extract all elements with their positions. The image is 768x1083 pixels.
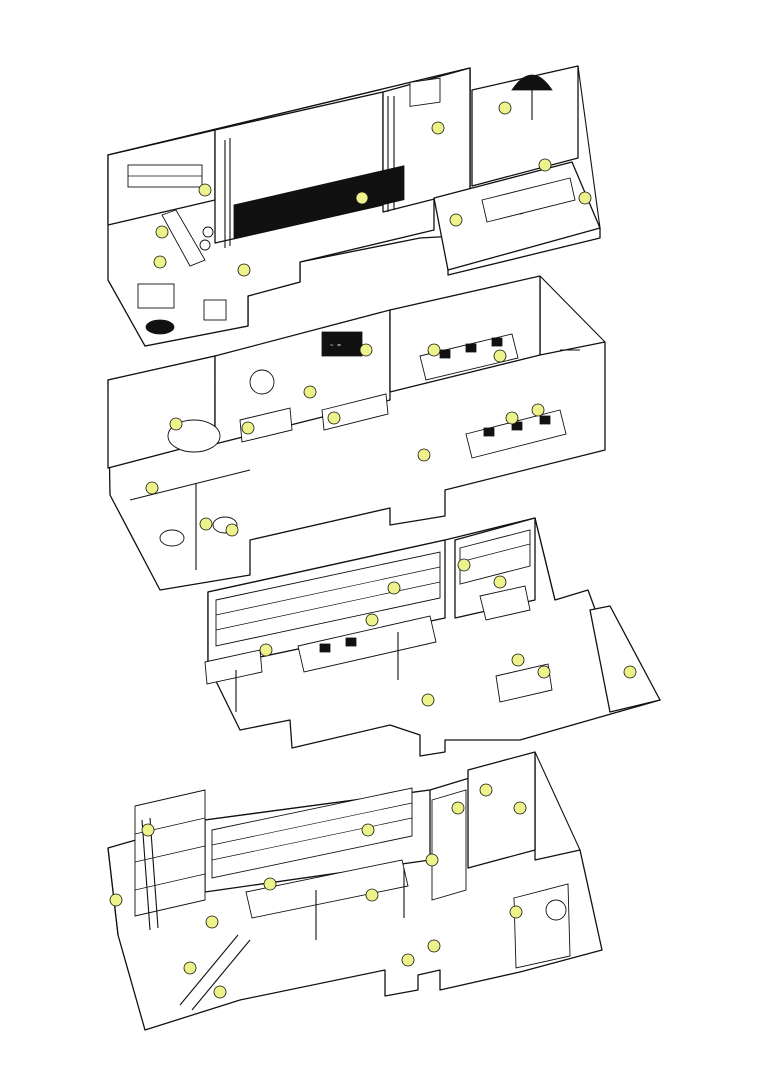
floor-4-right-edge: [534, 751, 581, 851]
floor-2-person: [327, 411, 341, 425]
floor-4-desk: [245, 859, 409, 919]
monitor-icon: [483, 427, 495, 437]
floor-3-person: [493, 575, 507, 589]
floor-2: ~ =: [107, 275, 606, 591]
floor-3-bookshelves: [215, 529, 531, 647]
monitor-icon: [439, 349, 451, 359]
floor-4-person: [109, 893, 123, 907]
floor-4-bookshelves: [211, 787, 413, 879]
floor-1-person: [449, 213, 463, 227]
floor-2-right-edge: [539, 275, 606, 343]
floor-1-annex-back: [471, 65, 579, 187]
monitor-icon: [319, 643, 331, 653]
floor-2-person: [417, 448, 431, 462]
floor-3-person: [537, 665, 551, 679]
floor-4-person: [263, 877, 277, 891]
floor-4-small-room: [513, 883, 571, 969]
floor-1-box: [203, 299, 227, 321]
floor-4-person: [513, 801, 527, 815]
floor-2-person: [225, 523, 239, 537]
floor-3-person: [623, 665, 637, 679]
monitor-icon: [491, 337, 503, 347]
floor-1-person: [578, 191, 592, 205]
floor-4: [107, 751, 603, 1031]
blackboard-scribble: ~ =: [330, 342, 341, 349]
plant-icon: [545, 899, 567, 921]
floor-2-person: [241, 421, 255, 435]
floor-2-round-table: [167, 419, 221, 453]
floor-2-person: [505, 411, 519, 425]
floor-2-blackboard: [321, 331, 363, 357]
floor-1-chair: [199, 239, 211, 251]
floor-3-person: [259, 643, 273, 657]
floor-1-cabinet: [137, 283, 175, 309]
floor-1-person: [431, 121, 445, 135]
floor-4-person: [365, 888, 379, 902]
floor-1-table: [161, 209, 206, 267]
floor-4-tall-shelf: [134, 789, 206, 917]
floor-1-person: [155, 225, 169, 239]
floor-4-person: [425, 853, 439, 867]
floor-3: [204, 517, 661, 757]
floor-4-person: [451, 801, 465, 815]
floor-1-window: [409, 77, 441, 107]
shelf-line: [134, 845, 206, 863]
floor-2-person: [303, 385, 317, 399]
floor-4-ladder: [141, 817, 159, 931]
floor-3-person: [387, 581, 401, 595]
monitor-icon: [465, 343, 477, 353]
floor-4-person: [205, 915, 219, 929]
floor-4-person: [361, 823, 375, 837]
floor-4-side-shelf: [431, 789, 467, 901]
floor-1-person: [498, 101, 512, 115]
floor-1-chair: [202, 226, 214, 238]
floor-2-table: [239, 407, 293, 443]
floor-3-side-room: [589, 605, 661, 713]
floor-1-annex-edge: [577, 65, 601, 229]
floor-4-person: [183, 961, 197, 975]
floor-4-back-wall-right: [467, 751, 536, 869]
floor-4-person: [427, 939, 441, 953]
floor-3-person: [457, 558, 471, 572]
floor-4-stairs: [179, 934, 251, 1011]
floor-1-person: [153, 255, 167, 269]
floor-4-left-edge: [107, 847, 119, 936]
plant-icon: [249, 369, 275, 395]
floor-2-person: [199, 517, 213, 531]
floor-1-curtain: [233, 165, 405, 240]
floor-1-person: [355, 191, 369, 205]
floor-3-person: [421, 693, 435, 707]
floor-3-person: [365, 613, 379, 627]
floor-1-person: [237, 263, 251, 277]
floor-2-person: [493, 349, 507, 363]
monitor-icon: [511, 421, 523, 431]
floor-4-person: [141, 823, 155, 837]
floor-4-person: [479, 783, 493, 797]
floor-2-cafe-table: [159, 529, 185, 547]
floor-2-person: [169, 417, 183, 431]
floor-3-counter: [204, 649, 263, 685]
floor-4-person: [401, 953, 415, 967]
floor-1: [107, 65, 601, 347]
floor-4-person: [213, 985, 227, 999]
floor-2-partition: [129, 469, 251, 501]
floor-3-table-upper: [479, 585, 531, 621]
floor-1-rug: [145, 319, 175, 335]
floor-3-desk: [297, 615, 437, 673]
floor-3-right-edge: [534, 517, 556, 601]
monitor-icon: [539, 415, 551, 425]
floor-2-person: [359, 343, 373, 357]
floor-2-person: [145, 481, 159, 495]
floor-2-person: [531, 403, 545, 417]
monitor-icon: [345, 637, 357, 647]
floor-3-person: [511, 653, 525, 667]
floor-1-person: [538, 158, 552, 172]
floor-4-person: [509, 905, 523, 919]
floor-1-person: [198, 183, 212, 197]
floor-1-bench: [481, 177, 576, 223]
floor-2-person: [427, 343, 441, 357]
